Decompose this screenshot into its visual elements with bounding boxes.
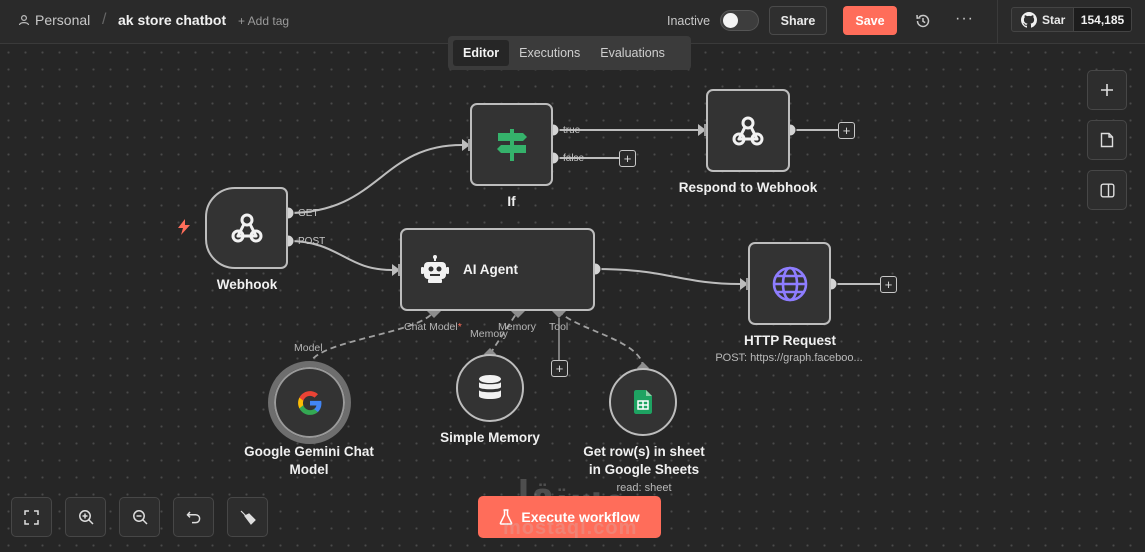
tab-evaluations[interactable]: Evaluations — [600, 46, 665, 60]
http-add-button[interactable]: + — [880, 276, 897, 293]
arrow-if-input — [462, 139, 470, 151]
trigger-bolt-icon — [178, 219, 190, 235]
arrow-agent-input — [392, 264, 400, 276]
github-star-label: Star — [1042, 12, 1066, 27]
breadcrumb-project[interactable]: Personal — [18, 12, 90, 28]
github-star-count[interactable]: 154,185 — [1074, 7, 1132, 32]
zoom-in-button[interactable] — [65, 497, 106, 537]
if-node[interactable] — [470, 103, 553, 186]
connection-webhook-get-if — [287, 144, 463, 214]
simple-memory-label: Simple Memory — [440, 430, 540, 445]
google-gemini-label: Google Gemini Chat Model — [244, 444, 374, 477]
share-button[interactable]: Share — [769, 6, 827, 35]
activate-toggle[interactable] — [720, 10, 759, 31]
save-button[interactable]: Save — [843, 6, 897, 35]
if-false-add-button[interactable]: + — [619, 150, 636, 167]
google-sheets-icon — [634, 390, 652, 414]
webhook-post-label: POST — [298, 236, 326, 247]
fit-view-button[interactable] — [11, 497, 52, 537]
zoom-out-icon — [132, 510, 148, 525]
memory-port-label: Memory — [470, 328, 508, 340]
user-icon — [18, 14, 30, 26]
google-sheets-label: Get row(s) in sheet in Google Sheets — [583, 444, 705, 477]
database-icon — [479, 375, 501, 399]
workflow-status-label: Inactive — [667, 14, 711, 28]
google-g-icon — [297, 390, 321, 415]
reset-zoom-button[interactable] — [173, 497, 214, 537]
webhook-icon — [732, 116, 764, 145]
http-request-node[interactable] — [748, 242, 831, 325]
more-options-icon[interactable]: ··· — [955, 10, 974, 27]
github-star-button[interactable]: Star — [1011, 7, 1074, 32]
respond-to-webhook-node[interactable] — [706, 89, 790, 172]
plus-icon — [1101, 84, 1113, 96]
gemini-model-port-label: Model — [294, 342, 323, 354]
add-tag-link[interactable]: + Add tag — [238, 14, 290, 28]
broom-icon — [240, 510, 256, 525]
tab-executions[interactable]: Executions — [519, 46, 581, 60]
breadcrumb-project-label: Personal — [35, 12, 91, 28]
arrow-http-input — [740, 278, 748, 290]
tab-editor[interactable]: Editor — [453, 40, 510, 66]
webhook-node[interactable] — [205, 187, 288, 269]
zoom-out-button[interactable] — [119, 497, 160, 537]
if-signpost-icon — [496, 128, 527, 161]
connection-agent-http — [594, 268, 741, 285]
agent-memory-input-label: Memory — [498, 321, 536, 333]
webhook-get-label: GET — [298, 208, 319, 219]
workflow-title[interactable]: ak store chatbot — [118, 12, 227, 28]
fit-view-icon — [24, 509, 39, 525]
robot-icon — [421, 254, 449, 283]
google-sheets-subtitle: read: sheet — [616, 482, 672, 494]
if-true-label: true — [563, 125, 581, 136]
ai-agent-node[interactable]: AI Agent — [400, 228, 595, 311]
add-sticky-note-button[interactable] — [1087, 120, 1127, 160]
execute-workflow-button[interactable]: Execute workflow — [478, 496, 661, 538]
connection-gemini-model — [308, 310, 435, 368]
tidy-up-button[interactable] — [227, 497, 268, 537]
google-sheets-node[interactable] — [609, 368, 677, 436]
flask-icon — [500, 509, 513, 525]
add-node-button[interactable] — [1087, 70, 1127, 110]
connection-sheets-tool — [558, 310, 644, 369]
toggle-panel-button[interactable] — [1087, 170, 1127, 210]
respond-to-webhook-label: Respond to Webhook — [678, 180, 818, 195]
toggle-knob — [723, 13, 738, 28]
http-request-subtitle: POST: https://graph.faceboo... — [715, 352, 863, 364]
view-tabs: Editor Executions Evaluations — [448, 36, 691, 70]
if-label: If — [507, 194, 516, 209]
zoom-in-icon — [78, 510, 94, 525]
execute-workflow-label: Execute workflow — [521, 509, 640, 525]
agent-chat-model-label: Chat Model* — [404, 321, 462, 333]
github-icon — [1021, 11, 1037, 28]
arrow-respond-input — [698, 124, 706, 136]
watermark-url: mostaql.com — [503, 517, 638, 539]
google-gemini-node[interactable] — [268, 361, 351, 444]
panel-icon — [1100, 183, 1115, 198]
connection-memory — [489, 310, 519, 355]
ai-agent-label: AI Agent — [463, 262, 518, 277]
breadcrumb-separator: / — [102, 11, 107, 28]
if-false-label: false — [563, 153, 585, 164]
webhook-label: Webhook — [216, 277, 278, 292]
http-request-label: HTTP Request — [743, 333, 836, 348]
connection-webhook-post-agent — [287, 240, 393, 271]
agent-tool-label: Tool — [549, 321, 569, 333]
agent-tool-add-button[interactable]: + — [551, 360, 568, 377]
history-icon[interactable] — [914, 12, 932, 30]
globe-icon — [772, 266, 807, 301]
simple-memory-node[interactable] — [456, 354, 524, 422]
sticky-note-icon — [1100, 132, 1114, 148]
webhook-icon — [231, 213, 262, 243]
respond-add-button[interactable]: + — [838, 122, 855, 139]
header-divider — [997, 0, 998, 50]
undo-icon — [185, 511, 200, 524]
